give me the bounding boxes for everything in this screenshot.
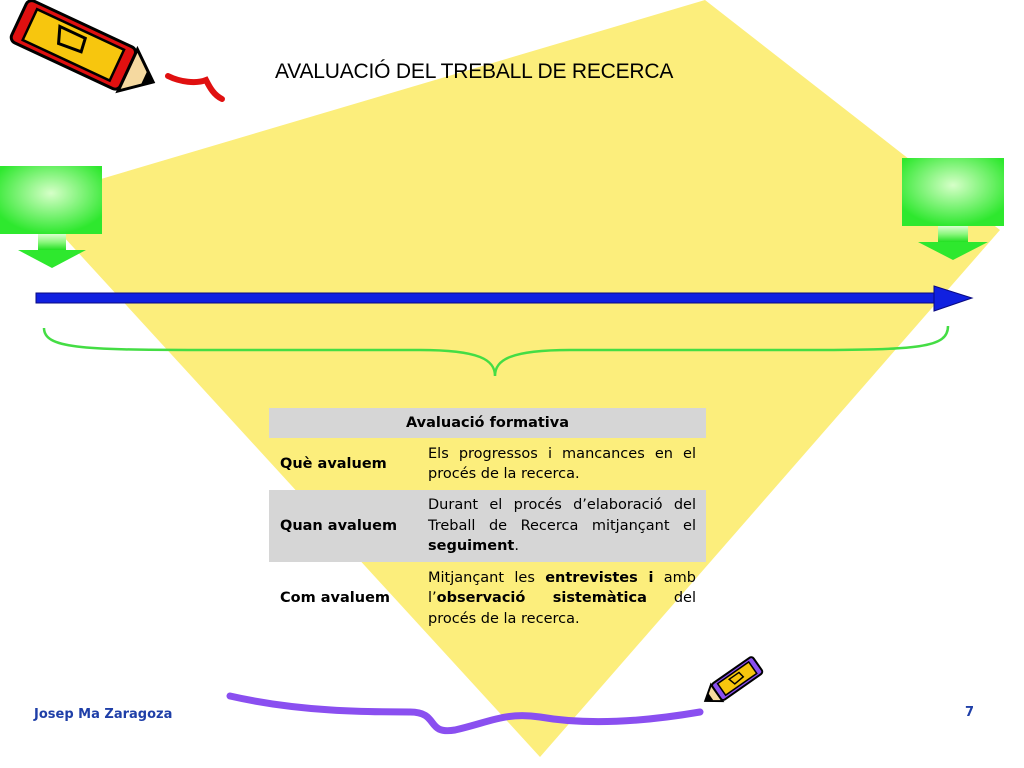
table-row: Com avaluem Mitjançant les entrevistes i… xyxy=(269,562,706,636)
left-down-arrow-icon xyxy=(0,166,102,268)
curly-brace-icon xyxy=(42,325,950,377)
table-header-row: Avaluació formativa xyxy=(269,408,706,438)
slide-title: AVALUACIÓ DEL TREBALL DE RECERCA xyxy=(275,60,674,83)
evaluation-table: Avaluació formativa Què avaluem Els prog… xyxy=(269,408,706,636)
footer-author: Josep Ma Zaragoza xyxy=(34,707,173,722)
row-label: Quan avaluem xyxy=(269,490,424,562)
page-number: 7 xyxy=(965,705,975,720)
row-label: Com avaluem xyxy=(280,590,391,607)
row-label: Què avaluem xyxy=(280,455,387,472)
timeline-right-arrow-icon xyxy=(35,285,974,312)
top-left-pencil-icon xyxy=(9,0,156,94)
table-row: Què avaluem Els progressos i mancances e… xyxy=(269,438,706,490)
row-description: Els progressos i mancances en el procés … xyxy=(428,445,696,483)
table-header: Avaluació formativa xyxy=(269,408,706,438)
bottom-right-pencil-icon xyxy=(703,656,764,703)
red-squiggle-icon xyxy=(165,73,225,102)
yellow-diamond-shape xyxy=(30,0,1000,757)
row-description: Mitjançant les entrevistes i amb l’obser… xyxy=(428,569,696,627)
row-description: Durant el procés d’elaboració del Trebal… xyxy=(424,490,706,562)
table-row: Quan avaluem Durant el procés d’elaborac… xyxy=(269,490,706,562)
right-down-arrow-icon xyxy=(902,158,1004,260)
purple-squiggle-icon xyxy=(226,692,704,735)
